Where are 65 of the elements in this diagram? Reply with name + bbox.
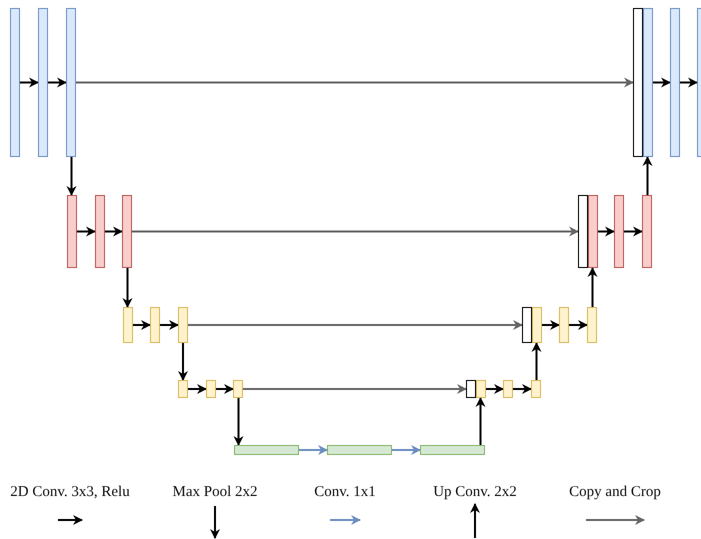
legend-label: Up Conv. 2x2 xyxy=(433,484,517,501)
copy-bar xyxy=(522,307,532,343)
arrow xyxy=(542,320,560,330)
arrow xyxy=(476,397,486,445)
arrow xyxy=(624,226,643,236)
layer-bar xyxy=(327,445,392,455)
layer-bar xyxy=(67,195,77,268)
arrow xyxy=(642,156,652,195)
layer-bar xyxy=(587,307,597,343)
layer-bar xyxy=(10,8,20,157)
arrow xyxy=(122,268,132,308)
layer-bar xyxy=(531,380,541,398)
legend-label: Max Pool 2x2 xyxy=(172,484,258,501)
legend-label: Conv. 1x1 xyxy=(314,484,376,501)
copy-bar xyxy=(578,195,588,268)
arrow xyxy=(178,343,188,381)
arrow xyxy=(66,157,76,196)
legend-label: Copy and Crop xyxy=(569,484,661,501)
copy-arrow xyxy=(132,226,579,236)
copy-bar xyxy=(466,380,476,398)
arrow xyxy=(653,78,671,88)
arrow xyxy=(234,398,244,446)
arrow xyxy=(77,226,96,236)
layer-bar xyxy=(38,8,48,157)
copy-arrow xyxy=(76,78,634,88)
layer-bar xyxy=(233,380,243,398)
arrow xyxy=(532,342,542,380)
layer-bar xyxy=(178,380,188,398)
layer-bar xyxy=(122,195,132,268)
arrow xyxy=(299,445,328,455)
layer-bar xyxy=(614,195,624,268)
arrow xyxy=(20,78,39,88)
layer-bar xyxy=(588,195,598,268)
layer-bar xyxy=(178,307,188,343)
layer-bar xyxy=(420,445,485,455)
arrow xyxy=(216,384,234,394)
layer-bar xyxy=(503,380,513,398)
arrow xyxy=(588,267,598,307)
layer-bar xyxy=(643,8,653,157)
layer-bar xyxy=(95,195,105,268)
layer-bar xyxy=(150,307,160,343)
layer-bar xyxy=(532,307,542,343)
arrow xyxy=(680,78,698,88)
layer-bar xyxy=(670,8,680,157)
arrow xyxy=(486,384,504,394)
legend-label: 2D Conv. 3x3, Relu xyxy=(10,484,130,501)
copy-bar xyxy=(633,8,643,157)
layer-bar xyxy=(234,445,299,455)
copy-arrow xyxy=(188,320,523,330)
layer-bar xyxy=(642,195,652,268)
arrow xyxy=(569,320,588,330)
arrow xyxy=(160,320,179,330)
arrow xyxy=(133,320,151,330)
arrow xyxy=(392,445,421,455)
arrow xyxy=(48,78,67,88)
layer-bar xyxy=(123,307,133,343)
copy-arrow xyxy=(243,384,467,394)
layer-bar xyxy=(66,8,76,157)
arrow xyxy=(598,226,615,236)
arrow xyxy=(513,384,532,394)
layer-bar xyxy=(476,380,486,398)
arrow xyxy=(188,384,207,394)
arrow xyxy=(105,226,123,236)
layer-bar xyxy=(559,307,569,343)
layer-bar xyxy=(206,380,216,398)
